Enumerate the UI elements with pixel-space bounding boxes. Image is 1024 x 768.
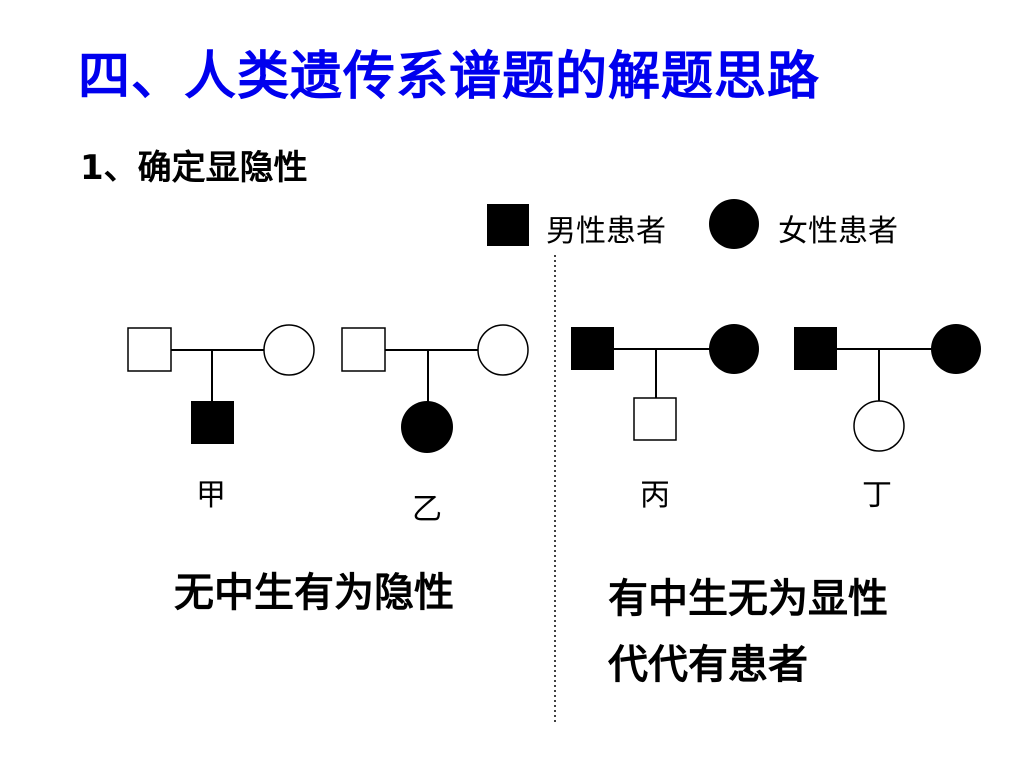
pedigree-label-yi: 乙 xyxy=(412,492,442,527)
pedigree-label-jia: 甲 xyxy=(196,478,226,513)
legend-male-patient-square xyxy=(487,204,529,246)
pedigree-jia-father xyxy=(127,327,172,372)
pedigree-ding-mother xyxy=(931,324,981,374)
conclusion-dominant-line1: 有中生无为显性 xyxy=(608,576,888,622)
legend-male-patient-label: 男性患者 xyxy=(546,214,666,249)
pedigree-bing-father xyxy=(571,327,614,370)
conclusion-recessive: 无中生有为隐性 xyxy=(174,570,454,616)
pedigree-yi-father xyxy=(341,327,386,372)
pedigree-jia-mother xyxy=(263,324,315,376)
pedigree-label-bing: 丙 xyxy=(640,478,670,513)
pedigree-ding-father xyxy=(794,327,837,370)
pedigree-label-ding: 丁 xyxy=(862,478,892,513)
legend-female-patient-circle xyxy=(709,199,759,249)
slide-title: 四、人类遗传系谱题的解题思路 xyxy=(78,47,821,107)
pedigree-bing-child xyxy=(633,397,677,441)
pedigree-jia-child xyxy=(191,401,234,444)
legend-female-patient-label: 女性患者 xyxy=(778,214,898,249)
conclusion-dominant-line2: 代代有患者 xyxy=(608,642,808,688)
pedigree-yi-child xyxy=(401,401,453,453)
pedigree-bing-mother xyxy=(709,324,759,374)
pedigree-ding-child xyxy=(853,400,905,452)
section-heading: 1、确定显隐性 xyxy=(80,148,308,188)
pedigree-yi-mother xyxy=(477,324,529,376)
